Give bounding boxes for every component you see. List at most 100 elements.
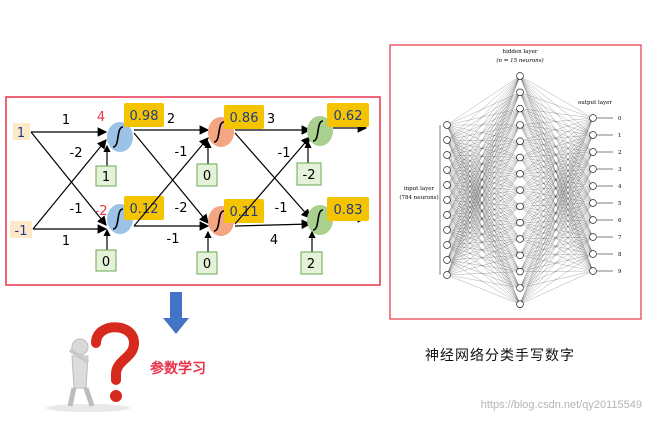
output-digit-label: 2 — [618, 150, 622, 156]
edge-l2t-l3b — [234, 132, 311, 219]
input-box-2 — [10, 221, 32, 238]
mnist-edge — [519, 202, 594, 223]
mnist-edge — [446, 92, 521, 156]
neuron-l3-bottom — [307, 205, 333, 235]
mnist-edge — [446, 141, 521, 186]
mnist-edge — [519, 108, 594, 204]
mnist-edge — [446, 154, 521, 305]
mnist-edge — [446, 206, 521, 246]
mnist-edge — [519, 222, 594, 255]
mnist-edge — [519, 202, 594, 288]
bias-box-l1-top — [95, 165, 117, 187]
mnist-edge — [446, 124, 521, 276]
mnist-edge — [446, 229, 521, 272]
output-label-l2-top — [224, 105, 264, 129]
right-panel-frame — [389, 44, 642, 320]
pre-activation-1: 4 — [97, 110, 105, 125]
hidden-neuron — [516, 137, 524, 145]
mnist-edge — [519, 92, 594, 153]
hidden-neuron — [516, 186, 524, 194]
mnist-edge — [519, 117, 594, 240]
mnist-edge — [446, 141, 521, 276]
mnist-edge — [519, 124, 594, 221]
mnist-edge — [519, 219, 594, 305]
mnist-edge — [446, 141, 521, 156]
output-neuron — [589, 233, 597, 241]
output-digit-label: 5 — [618, 201, 622, 207]
output-label-l3-top — [327, 103, 369, 127]
mnist-edge — [446, 141, 521, 201]
sigmoid-icon — [312, 209, 324, 231]
mnist-edge — [446, 199, 521, 240]
mnist-edge — [446, 157, 521, 216]
mnist-edge — [446, 154, 521, 207]
hidden-neuron — [516, 153, 524, 162]
mnist-edge — [446, 229, 521, 256]
weight-l1-b: -2 — [70, 146, 83, 161]
mnist-edge — [446, 108, 521, 231]
mnist-edge — [519, 92, 594, 119]
mnist-edge — [446, 169, 521, 288]
output-value-l2-bottom: 0.11 — [230, 205, 259, 220]
mnist-edge — [446, 189, 521, 261]
mnist-neurons — [439, 72, 597, 308]
mnist-edge — [446, 108, 521, 186]
mnist-edge — [519, 219, 594, 272]
mnist-edge — [446, 229, 521, 305]
mnist-edge — [446, 124, 521, 174]
mnist-edge — [446, 124, 521, 156]
mnist-edge — [446, 124, 521, 207]
mnist-edge — [446, 124, 521, 231]
mnist-edge — [519, 75, 594, 187]
weight-l3-b: -1 — [278, 146, 291, 161]
weight-l1-c: -1 — [70, 202, 83, 217]
mnist-edge — [446, 108, 521, 261]
output-layer-title: output layer — [578, 100, 612, 106]
mnist-edge — [446, 124, 521, 201]
mnist-edge — [519, 189, 594, 221]
mnist-edge — [519, 117, 594, 272]
mnist-edge — [519, 134, 594, 158]
mnist-edge — [519, 202, 594, 207]
mnist-edge — [519, 141, 594, 170]
mnist-edge — [519, 108, 594, 153]
mnist-edge — [519, 151, 594, 223]
edge-in1-h2 — [30, 131, 107, 226]
mnist-edge — [446, 124, 521, 158]
mnist-edge — [519, 141, 594, 272]
mnist-edge — [519, 151, 594, 272]
hidden-neuron — [516, 88, 524, 97]
edge-l2b-l3t — [234, 136, 311, 225]
mnist-edge — [446, 108, 521, 246]
mnist-edge — [519, 117, 594, 126]
mnist-edge — [446, 157, 521, 171]
watermark: https://blog.csdn.net/qy20115549 — [480, 399, 642, 411]
mnist-edge — [519, 202, 594, 240]
mnist-edge — [519, 117, 594, 191]
mnist-edge — [519, 206, 594, 255]
output-digit-label: 1 — [618, 133, 622, 139]
mnist-edge — [519, 117, 594, 223]
thinking-person-question-icon — [46, 322, 140, 412]
mnist-edge — [519, 219, 594, 256]
mnist-edge — [519, 108, 594, 221]
input-neuron — [443, 196, 451, 204]
mnist-edge — [446, 238, 521, 276]
mnist-edge — [519, 75, 594, 153]
mnist-edge — [519, 117, 594, 207]
mnist-edge — [446, 169, 521, 256]
mnist-edge — [519, 253, 594, 289]
mnist-edge — [519, 124, 594, 187]
output-label-l3-bottom — [327, 197, 369, 221]
mnist-edge — [519, 151, 594, 207]
hidden-neuron — [516, 202, 524, 211]
mnist-edge — [446, 92, 521, 276]
mnist-edge — [446, 124, 521, 256]
mnist-edge — [519, 236, 594, 256]
mnist-edge — [446, 124, 521, 141]
hidden-neuron — [516, 170, 524, 178]
mnist-edge — [519, 253, 594, 272]
mnist-edge — [446, 157, 521, 186]
mnist-edge — [446, 139, 521, 272]
output-neuron — [589, 267, 597, 275]
